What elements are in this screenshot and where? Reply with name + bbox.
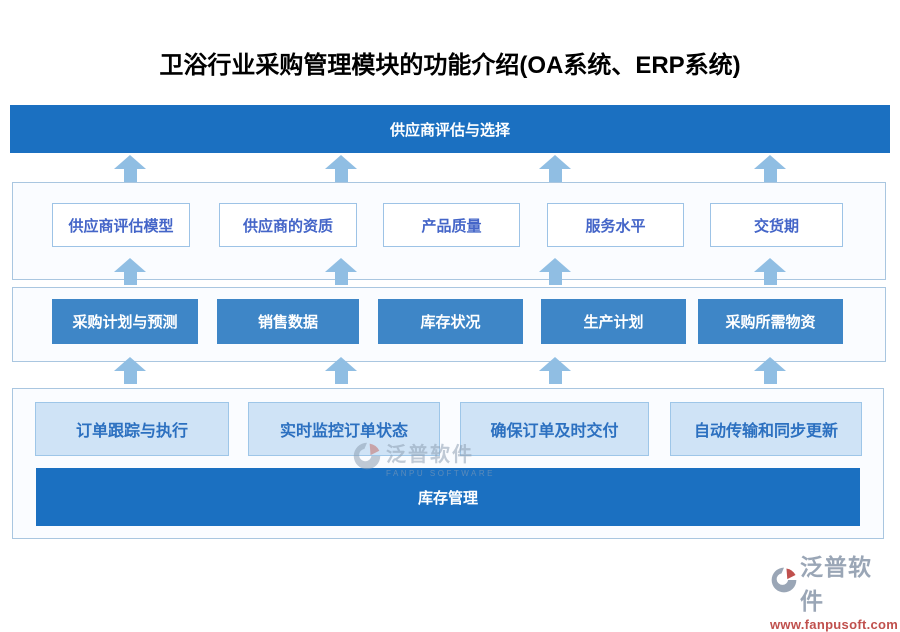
order-box-auto-sync: 自动传输和同步更新 <box>670 402 862 456</box>
up-arrow-icon <box>539 258 571 285</box>
evaluation-box-product-quality: 产品质量 <box>383 203 520 247</box>
up-arrow-icon <box>114 258 146 285</box>
up-arrow-icon <box>325 258 357 285</box>
evaluation-box-qualification: 供应商的资质 <box>219 203 357 247</box>
up-arrow-icon <box>114 357 146 384</box>
watermark-name: 泛普软件 <box>386 444 474 466</box>
planning-box-required-materials: 采购所需物资 <box>698 299 843 344</box>
watermark-subtitle: FANPU SOFTWARE <box>386 469 495 478</box>
inventory-management-banner-label: 库存管理 <box>417 489 478 507</box>
evaluation-box-delivery-time: 交货期 <box>710 203 843 247</box>
up-arrow-icon <box>754 357 786 384</box>
watermark: 泛普软件 FANPU SOFTWARE <box>352 438 495 478</box>
fanpu-logo-icon <box>352 441 382 476</box>
evaluation-box-service-level: 服务水平 <box>547 203 684 247</box>
inventory-management-banner: 库存管理 <box>36 468 860 526</box>
up-arrow-icon <box>754 155 786 182</box>
up-arrow-icon <box>539 155 571 182</box>
fanpu-logo-icon <box>770 566 798 599</box>
order-box-tracking-execution: 订单跟踪与执行 <box>35 402 229 456</box>
up-arrow-icon <box>539 357 571 384</box>
planning-box-sales-data: 销售数据 <box>217 299 359 344</box>
planning-box-production-plan: 生产计划 <box>541 299 686 344</box>
supplier-evaluation-banner-label: 供应商评估与选择 <box>389 121 510 139</box>
evaluation-box-model: 供应商评估模型 <box>52 203 190 247</box>
up-arrow-icon <box>754 258 786 285</box>
order-box-ontime-delivery: 确保订单及时交付 <box>460 402 649 456</box>
up-arrow-icon <box>325 155 357 182</box>
planning-box-inventory-status: 库存状况 <box>378 299 523 344</box>
planning-box-forecast: 采购计划与预测 <box>52 299 198 344</box>
order-box-realtime-monitoring: 实时监控订单状态 <box>248 402 440 456</box>
supplier-evaluation-banner: 供应商评估与选择 <box>10 105 890 153</box>
up-arrow-icon <box>114 155 146 182</box>
brand-logo: 泛普软件 www.fanpusoft.com <box>770 548 899 632</box>
brand-name: 泛普软件 <box>800 554 872 614</box>
up-arrow-icon <box>325 357 357 384</box>
page-title: 卫浴行业采购管理模块的功能介绍(OA系统、ERP系统) <box>159 52 741 79</box>
brand-url: www.fanpusoft.com <box>770 617 899 632</box>
